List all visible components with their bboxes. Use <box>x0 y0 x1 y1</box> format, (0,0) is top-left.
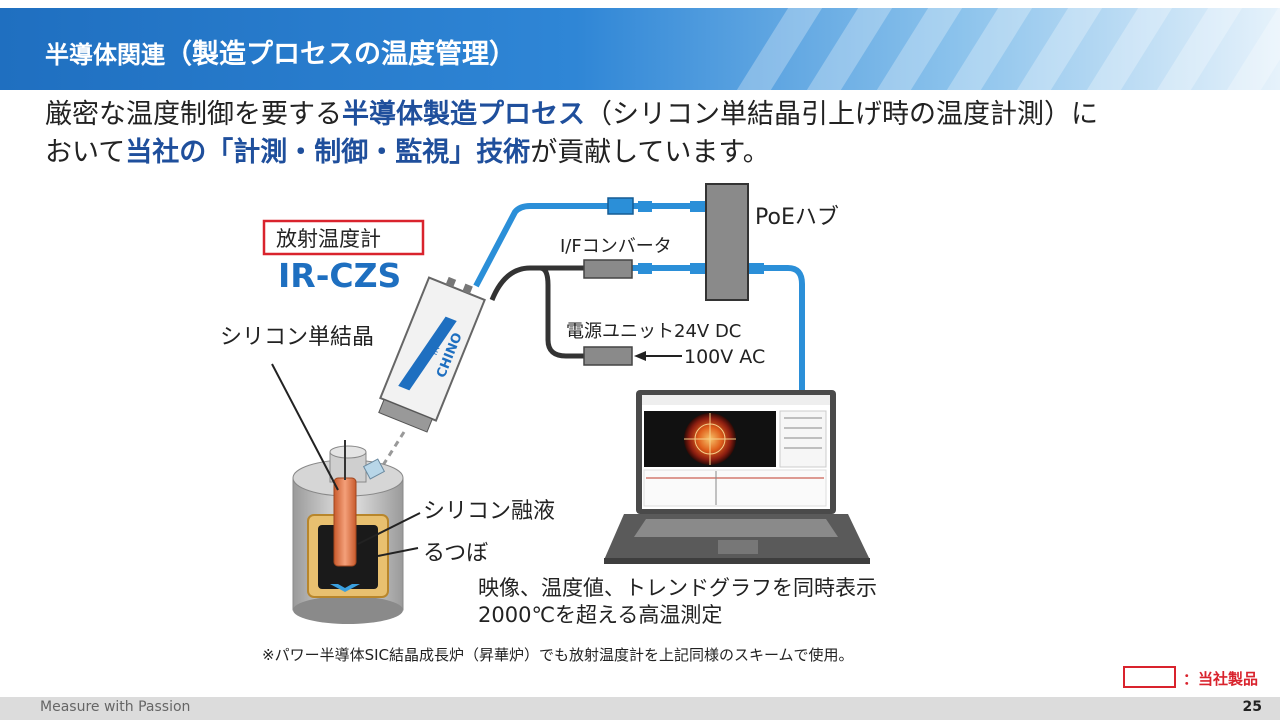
signal-cable <box>489 265 586 301</box>
product-highlight-box <box>262 219 425 256</box>
laptop-keyboard <box>634 519 838 537</box>
footer-bar: Measure with Passion 25 <box>0 697 1280 720</box>
crystal-leader-line <box>271 363 339 491</box>
connector <box>690 201 706 212</box>
sensor-lens <box>378 398 433 433</box>
ac-input-label: 100V AC <box>684 346 765 368</box>
ac-arrow-head <box>634 351 646 361</box>
laptop-touchpad <box>718 540 758 554</box>
network-cable <box>473 203 612 288</box>
sensor-port <box>462 283 473 294</box>
sensor-stripe <box>398 316 457 391</box>
connector <box>607 197 634 215</box>
connector <box>690 263 706 274</box>
connector <box>748 263 764 274</box>
caption-line-2: 2000℃を超える高温測定 <box>478 603 722 627</box>
connector <box>638 201 652 212</box>
lead-highlight: 当社の「計測・制御・監視」技術 <box>125 137 531 168</box>
page-title-main: 半導体関連 <box>45 41 165 69</box>
if-converter-box <box>583 259 633 279</box>
lead-paragraph: 厳密な温度制御を要する半導体製造プロセス（シリコン単結晶引上げ時の温度計測）に … <box>45 96 1245 172</box>
view-port <box>362 458 386 480</box>
lead-text: おいて <box>45 137 126 168</box>
poe-hub-box <box>705 183 749 301</box>
legend-label: ：当社製品 <box>1183 670 1259 688</box>
silicon-melt-label: シリコン融液 <box>423 499 555 524</box>
product-model: IR-CZS <box>278 256 401 295</box>
page-title-sub: （製造プロセスの温度管理） <box>165 39 516 70</box>
laptop-edge <box>604 558 870 564</box>
furnace <box>292 440 404 624</box>
app-toolbar <box>642 395 830 405</box>
lead-highlight: 半導体製造プロセス <box>342 99 585 130</box>
laptop <box>604 390 870 564</box>
measurement-beam <box>378 431 406 471</box>
lead-text: が貢献しています。 <box>530 137 770 168</box>
caption-line-1: 映像、温度値、トレンドグラフを同時表示 <box>478 576 877 600</box>
network-cable <box>748 265 805 392</box>
page-number: 25 <box>1242 699 1262 715</box>
furnace-bottom <box>293 596 403 624</box>
power-cable <box>539 265 584 359</box>
melt-leader-line <box>357 512 421 545</box>
silicon-ingot <box>333 477 357 567</box>
power-unit-label: 電源ユニット24V DC <box>566 321 741 342</box>
rotation-arrow <box>330 584 360 592</box>
footnote: ※パワー半導体SIC結晶成長炉（昇華炉）でも放射温度計を上記同様のスキームで使用… <box>262 646 854 664</box>
if-converter-label: I/Fコンバータ <box>560 236 672 257</box>
poe-hub-label: PoEハブ <box>755 205 839 230</box>
connector <box>638 263 652 274</box>
lead-text: （シリコン単結晶引上げ時の温度計測）に <box>585 99 1098 130</box>
header-bar: 半導体関連（製造プロセスの温度管理） <box>0 8 1280 90</box>
sensor-port <box>445 276 457 288</box>
furnace-neck-top <box>329 445 367 459</box>
lead-text: 厳密な温度制御を要する <box>45 99 342 130</box>
legend-swatch <box>1123 666 1176 688</box>
silicon-crystal-label: シリコン単結晶 <box>220 325 374 350</box>
power-unit-box <box>583 346 633 366</box>
trend-graph <box>643 469 827 507</box>
crucible-leader-line <box>377 547 419 557</box>
footer-tagline: Measure with Passion <box>40 699 191 715</box>
readout-panel <box>779 410 827 468</box>
product-label: 放射温度計 <box>276 227 381 251</box>
crucible-label: るつぼ <box>423 541 488 566</box>
page-title: 半導体関連（製造プロセスの温度管理） <box>45 32 516 71</box>
